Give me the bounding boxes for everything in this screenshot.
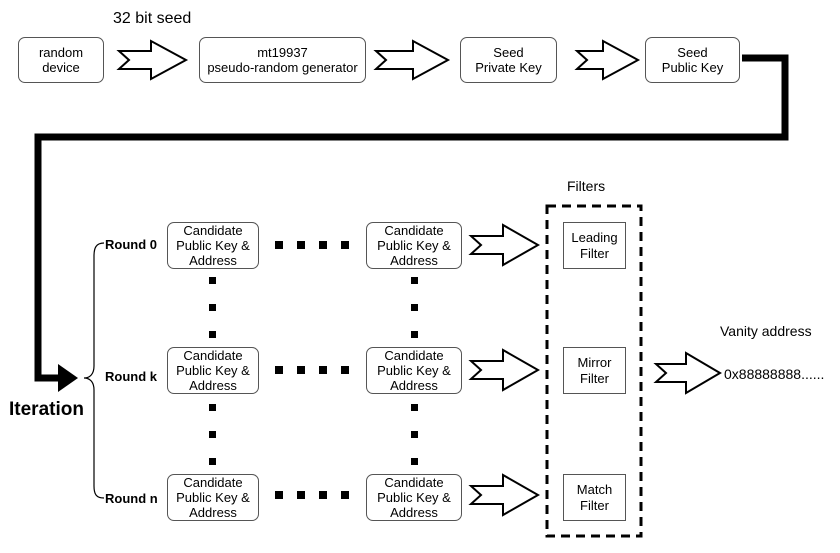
arrow-vanity <box>653 351 722 395</box>
seed-label: 32 bit seed <box>113 10 192 27</box>
candidate-box-rn-first: Candidate Public Key & Address <box>167 474 259 521</box>
vanity-value: 0x88888888...... <box>724 366 825 382</box>
random-device-box: random device <box>18 37 104 83</box>
round-bracket <box>83 242 105 499</box>
arrow-roundk <box>468 348 541 392</box>
arrow-3 <box>574 39 641 81</box>
candidate-box-r0-last: Candidate Public Key & Address <box>366 222 462 269</box>
filters-frame <box>545 204 643 538</box>
candidate-box-rn-last: Candidate Public Key & Address <box>366 474 462 521</box>
arrow-round0 <box>468 223 541 267</box>
arrow-roundn <box>468 473 541 517</box>
filters-title: Filters <box>567 178 606 194</box>
leading-filter-box: Leading Filter <box>563 222 626 269</box>
candidate-box-rk-last: Candidate Public Key & Address <box>366 347 462 394</box>
round-k-label: Round k <box>105 369 157 384</box>
arrow-1 <box>116 39 189 81</box>
round-0-label: Round 0 <box>105 237 157 252</box>
mt19937-box: mt19937 pseudo-random generator <box>199 37 366 83</box>
iteration-label: Iteration <box>9 399 84 420</box>
round-n-label: Round n <box>105 491 158 506</box>
mirror-filter-box: Mirror Filter <box>563 347 626 394</box>
candidate-box-rk-first: Candidate Public Key & Address <box>167 347 259 394</box>
seed-public-key-box: Seed Public Key <box>645 37 740 83</box>
seed-private-key-box: Seed Private Key <box>460 37 557 83</box>
arrow-2 <box>373 39 451 81</box>
vanity-label: Vanity address <box>720 323 812 339</box>
flow-line <box>34 54 789 382</box>
match-filter-box: Match Filter <box>563 474 626 521</box>
candidate-box-r0-first: Candidate Public Key & Address <box>167 222 259 269</box>
flow-arrowhead <box>58 364 78 392</box>
